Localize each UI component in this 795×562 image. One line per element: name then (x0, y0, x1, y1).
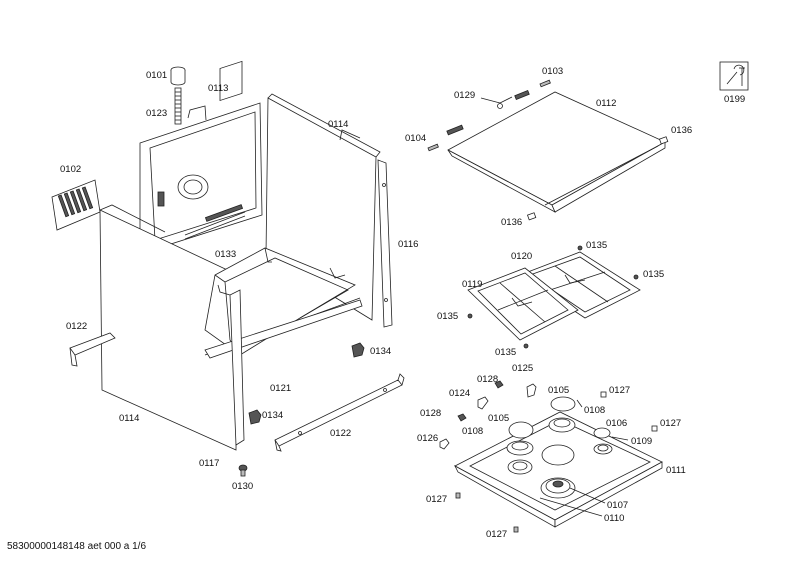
label-0121: 0121 (270, 383, 291, 394)
label-0111: 0111 (666, 465, 686, 476)
part-labels: 0101 0113 0123 0114 0102 0133 0116 0122 … (60, 66, 745, 540)
label-0108-a: 0108 (584, 405, 605, 416)
wrench-screwdriver-service-icon (719, 61, 749, 91)
label-0114-bottom: 0114 (119, 413, 139, 424)
label-0134-a: 0134 (370, 346, 391, 357)
hose-0123 (174, 87, 182, 125)
label-0133: 0133 (215, 249, 236, 260)
document-footer: 58300000148148 aet 000 a 1/6 (7, 541, 147, 552)
label-0127-d: 0127 (486, 529, 507, 540)
label-0105-a: 0105 (548, 385, 569, 396)
label-0125: 0125 (512, 363, 533, 374)
label-0106: 0106 (606, 418, 627, 429)
label-0135-c: 0135 (437, 311, 458, 322)
label-0117: 0117 (199, 458, 219, 469)
label-0102: 0102 (60, 164, 81, 175)
label-0128-b: 0128 (420, 408, 441, 419)
label-0130: 0130 (232, 481, 253, 492)
label-0127-b: 0127 (660, 418, 681, 429)
label-0114-top: 0114 (328, 119, 348, 130)
label-0122-right: 0122 (330, 428, 351, 439)
label-0104: 0104 (405, 133, 426, 144)
label-0120: 0120 (511, 251, 532, 262)
label-0128-a: 0128 (477, 374, 498, 385)
label-0123: 0123 (146, 108, 167, 119)
label-0136-a: 0136 (671, 125, 692, 136)
hob-assembly (439, 380, 663, 533)
label-0108-b: 0108 (462, 426, 483, 437)
label-0112: 0112 (596, 98, 616, 109)
pan-supports (467, 245, 641, 349)
label-0127-c: 0127 (426, 494, 447, 505)
label-0126: 0126 (417, 433, 438, 444)
label-0119: 0119 (462, 279, 482, 290)
label-0103: 0103 (542, 66, 563, 77)
label-0107: 0107 (607, 500, 628, 511)
label-0134-b: 0134 (262, 410, 283, 421)
label-0116: 0116 (398, 239, 418, 250)
label-0135-d: 0135 (495, 347, 516, 358)
label-0135-a: 0135 (586, 240, 607, 251)
label-0199: 0199 (724, 94, 745, 105)
label-0110: 0110 (604, 513, 624, 524)
label-0101: 0101 (146, 70, 167, 81)
label-0136-b: 0136 (501, 217, 522, 228)
cover-assembly (427, 79, 669, 221)
label-0135-b: 0135 (643, 269, 664, 280)
panel-0102-slots (57, 186, 94, 218)
label-0124: 0124 (449, 388, 470, 399)
label-0113: 0113 (208, 83, 228, 94)
label-0105-b: 0105 (488, 413, 509, 424)
label-0127-a: 0127 (609, 385, 630, 396)
label-0129: 0129 (454, 90, 475, 101)
label-0122-left: 0122 (66, 321, 87, 332)
label-0109: 0109 (631, 436, 652, 447)
cabinet-assembly (51, 60, 405, 477)
